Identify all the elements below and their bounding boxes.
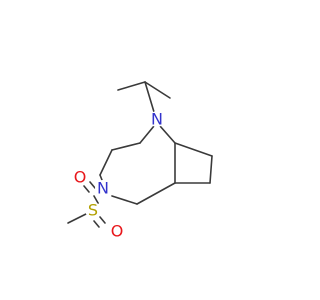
atom-o-right-label: O [74,168,87,187]
bond-s-methyl [67,212,89,224]
atom-s: S [85,201,101,220]
bond-c3-n-ring [99,174,103,181]
atom-o-left-label: O [111,222,124,241]
bond-c1-c2 [111,142,141,151]
bond-s-o-right-b [89,181,96,189]
molecule-drawing: N N S O O [67,81,213,241]
bond-bridgehead-right-c6 [174,142,213,157]
bond-layer [67,81,213,228]
bond-n-ring-c4 [111,195,138,205]
bond-s-o-left-b [99,216,106,224]
bond-n-bridge-left [139,125,155,144]
atom-n-ring-label: N [97,179,109,198]
bond-c2-c3 [99,149,113,176]
bond-n-ring-s [93,195,99,204]
atom-s-label: S [88,201,98,220]
atom-n-bridge-label: N [151,110,163,129]
bond-s-o-right-a [83,185,90,193]
bond-methyl-left-ch [117,81,146,91]
atom-o-right: O [72,168,88,187]
bond-c4-c5 [136,182,176,205]
atom-o-left: O [109,222,125,241]
bond-ch-n-bridge [144,81,155,113]
bond-n-bridge-right [159,125,176,144]
bond-c6-c7 [209,155,213,184]
structure-canvas: N N S O O [67,81,213,241]
atom-n-ring: N [95,179,111,198]
atom-n-bridge: N [149,110,165,129]
bond-methyl-right-ch [144,81,171,99]
bond-s-o-left-a [93,220,100,228]
atom-layer: N N S O O [72,110,165,241]
